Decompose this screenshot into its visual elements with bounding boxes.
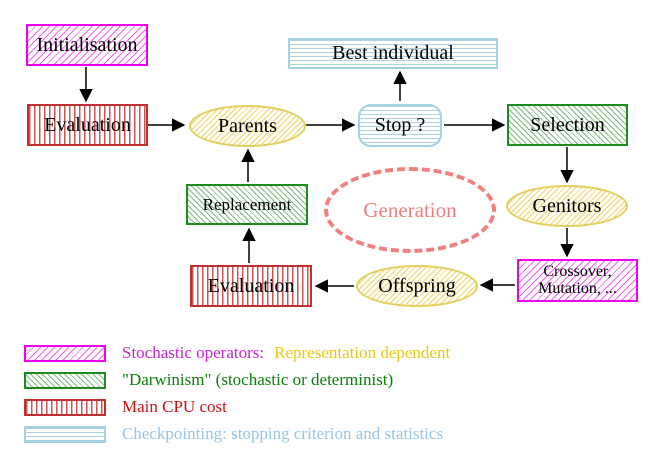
node-crossover-label-line1: Crossover, [543, 262, 612, 280]
legend-swatch-checkpoint [24, 425, 106, 443]
node-genitors-label: Genitors [532, 194, 602, 217]
node-best-individual-label: Best individual [332, 42, 454, 64]
node-evaluation-bottom: Evaluation [190, 265, 312, 307]
node-offspring-label: Offspring [378, 274, 456, 297]
legend-row-stochastic: Stochastic operators: Representation dep… [24, 343, 451, 362]
node-evaluation-bottom-label: Evaluation [207, 274, 295, 297]
node-parents: Parents [189, 105, 306, 147]
node-initialisation-label: Initialisation [36, 33, 138, 56]
node-best-individual: Best individual [288, 38, 498, 69]
node-genitors: Genitors [506, 185, 628, 227]
node-stop-label: Stop ? [374, 114, 426, 136]
legend: Stochastic operators: Representation dep… [24, 343, 451, 452]
legend-swatch-stochastic [24, 344, 106, 362]
legend-row-darwinism: "Darwinism" (stochastic or determinist) [24, 370, 450, 389]
node-offspring: Offspring [356, 265, 478, 307]
legend-label-darwinism: "Darwinism" (stochastic or determinist) [122, 370, 394, 389]
node-initialisation: Initialisation [26, 24, 148, 66]
legend-row-cpu: Main CPU cost [24, 397, 450, 416]
node-evaluation-top-label: Evaluation [44, 113, 131, 136]
legend-label-cpu: Main CPU cost [122, 397, 227, 416]
node-crossover-label-line2: Mutation, ... [538, 279, 617, 297]
node-selection: Selection [507, 104, 628, 146]
node-replacement: Replacement [186, 184, 308, 225]
legend-swatch-cpu [24, 398, 106, 416]
node-stop: Stop ? [358, 104, 442, 147]
legend-label-stochastic: Stochastic operators: [122, 343, 265, 362]
legend-row-checkpoint: Checkpointing: stopping criterion and st… [24, 424, 450, 443]
node-replacement-label: Replacement [202, 194, 292, 214]
node-crossover-mutation: Crossover, Mutation, ... [517, 259, 638, 302]
node-parents-label: Parents [218, 114, 277, 137]
legend-label-representation: Representation dependent [274, 343, 451, 362]
legend-swatch-darwinism [24, 371, 106, 389]
generation-label: Generation [363, 197, 457, 222]
legend-label-checkpoint: Checkpointing: stopping criterion and st… [122, 424, 444, 443]
node-selection-label: Selection [530, 113, 605, 136]
generation-loop-ellipse: Generation [324, 167, 496, 253]
node-evaluation-top: Evaluation [27, 104, 148, 146]
